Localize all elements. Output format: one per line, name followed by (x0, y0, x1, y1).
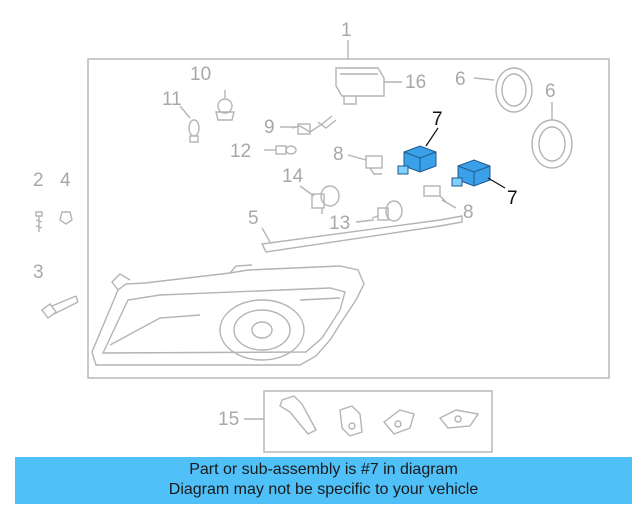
callout-5-leader (261, 227, 271, 243)
callout-6a-leader (473, 77, 495, 81)
callout-13-leader (355, 219, 375, 223)
screw-2 (35, 211, 43, 232)
callout-7a-leader (425, 127, 439, 147)
subassembly-15-frame (263, 390, 493, 453)
info-banner: Part or sub-assembly is #7 in diagram Di… (15, 457, 632, 504)
banner-line-2: Diagram may not be specific to your vehi… (168, 481, 479, 498)
callout-10: 10 (190, 64, 211, 85)
control-module (335, 67, 385, 105)
callout-1: 1 (341, 20, 352, 41)
callout-4: 4 (60, 170, 71, 191)
part-7-lower-highlighted[interactable] (451, 159, 491, 187)
bulb-11 (188, 119, 200, 143)
callout-2: 2 (33, 170, 44, 191)
callout-7b: 7 (507, 188, 518, 209)
callout-11: 11 (162, 89, 182, 110)
socket-wire-9 (291, 115, 337, 135)
callout-3: 3 (33, 262, 44, 283)
callout-8b-leader (441, 199, 457, 209)
bracket-15c (382, 409, 415, 435)
parts-diagram: 1 5 16 6 6 10 (33, 20, 610, 453)
bulb-14 (311, 185, 340, 214)
bracket-15d (438, 409, 480, 429)
part-7-upper-highlighted[interactable] (397, 145, 437, 175)
callout-5: 5 (248, 208, 259, 229)
callout-15: 15 (218, 409, 239, 430)
callout-13: 13 (329, 213, 350, 234)
banner-line-1: Part or sub-assembly is #7 in diagram (189, 461, 458, 478)
retaining-ring-upper (495, 67, 533, 113)
headlamp-housing (91, 264, 365, 366)
callout-7b-leader (487, 177, 506, 189)
callout-12: 12 (230, 141, 251, 162)
callout-14-leader (299, 185, 315, 197)
retaining-ring-lower (531, 119, 573, 169)
socket-8-upper (365, 155, 383, 175)
callout-9: 9 (264, 117, 275, 138)
callout-14: 14 (282, 166, 304, 187)
callout-8a: 8 (333, 144, 344, 165)
callout-8a-leader (347, 154, 367, 161)
trim-strip (260, 215, 463, 253)
callout-16: 16 (405, 72, 426, 93)
callout-6a: 6 (455, 69, 466, 90)
bulb-13 (371, 200, 403, 222)
callout-11-leader (179, 105, 191, 119)
bolt-3 (41, 295, 79, 319)
bracket-15a (279, 395, 317, 435)
callout-8b: 8 (463, 202, 474, 223)
clip-4 (59, 211, 73, 225)
bracket-15b (339, 405, 363, 437)
callout-6b: 6 (545, 81, 556, 102)
bulb-10 (215, 90, 235, 121)
callout-7a: 7 (432, 109, 443, 130)
bulb-12 (275, 145, 297, 155)
